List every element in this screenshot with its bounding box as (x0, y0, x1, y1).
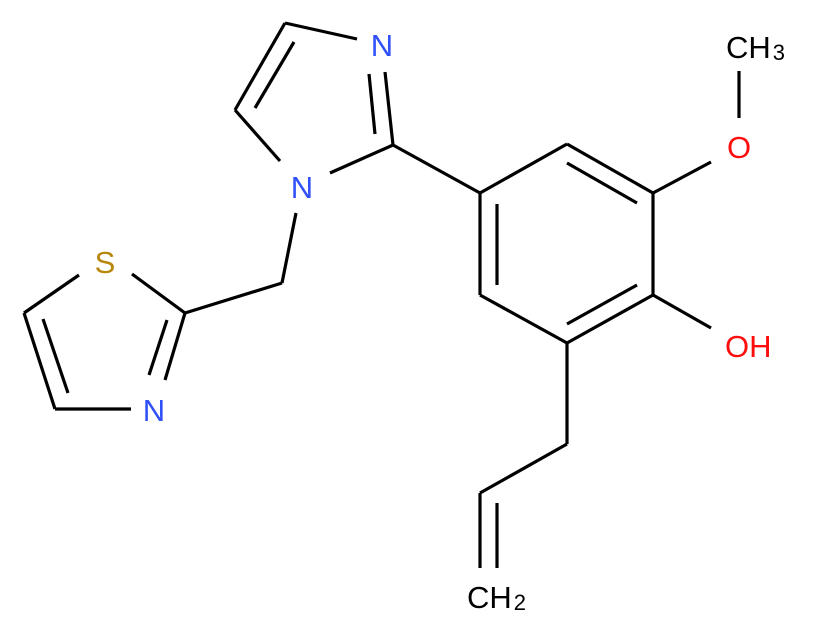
atom-ch2: CH2 (467, 580, 526, 615)
bond (566, 293, 654, 345)
bond (566, 161, 638, 205)
bond (566, 283, 638, 326)
bond (147, 319, 169, 376)
bond (22, 312, 57, 410)
atom-o-methoxy: O (727, 130, 751, 165)
bond (253, 41, 296, 109)
bond (566, 142, 654, 195)
atom-labels: N N S N O CH3 OH CH2 (95, 28, 785, 615)
bond (184, 281, 283, 315)
atom-oh: OH (725, 329, 772, 364)
atom-s-thiazole: S (95, 245, 116, 280)
bond (131, 272, 186, 315)
bond (233, 22, 287, 111)
bond (329, 143, 394, 175)
bond (479, 142, 568, 195)
bond (383, 71, 395, 146)
bond (284, 21, 358, 41)
bond (367, 73, 377, 135)
atom-n-thiazole: N (143, 393, 165, 428)
bond (163, 312, 187, 381)
bond (23, 273, 80, 315)
bond (652, 160, 712, 195)
atom-n-imidazole-1: N (291, 170, 313, 205)
bond (479, 442, 568, 495)
bond (41, 318, 70, 394)
bond (392, 143, 481, 195)
atom-ch3: CH3 (726, 30, 785, 65)
atom-n-imidazole-3: N (371, 28, 393, 63)
bond (479, 293, 568, 345)
bond (233, 108, 282, 163)
bond (280, 212, 298, 284)
bond (652, 293, 712, 330)
bonds (22, 21, 741, 568)
